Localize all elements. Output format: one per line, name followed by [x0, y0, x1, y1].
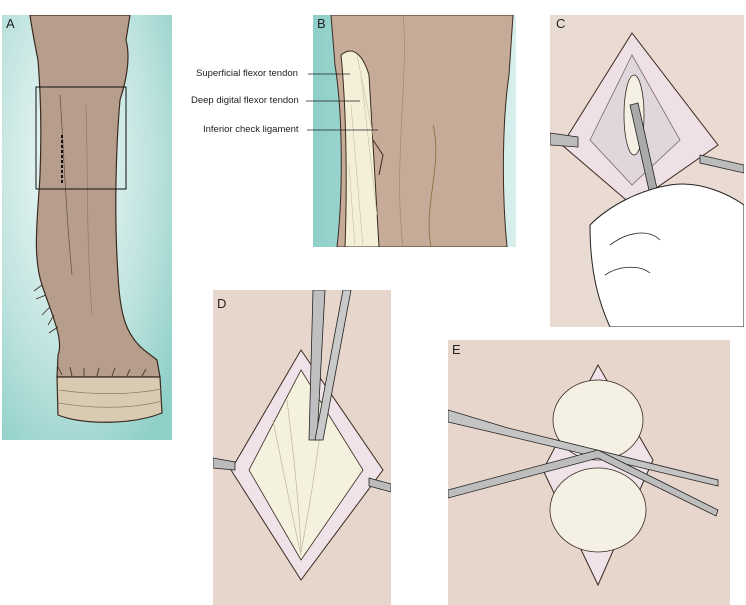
panel-label-d: D — [217, 296, 227, 311]
panel-e: E — [448, 340, 730, 605]
panel-d: D — [213, 290, 391, 605]
ligament-transection-illustration — [448, 340, 730, 605]
panel-label-e: E — [452, 342, 461, 357]
label-superficial-flexor-tendon: Superficial flexor tendon — [196, 68, 298, 79]
tendon-split-illustration — [213, 290, 391, 605]
limb-illustration — [2, 15, 172, 440]
panel-b: B — [313, 15, 516, 247]
panel-label-a: A — [6, 16, 15, 31]
incision-hand-illustration — [550, 15, 744, 327]
panel-a: A — [2, 15, 172, 440]
panel-label-c: C — [556, 16, 566, 31]
label-deep-digital-flexor-tendon: Deep digital flexor tendon — [191, 95, 299, 106]
tendon-detail-illustration — [313, 15, 516, 247]
panel-label-b: B — [317, 16, 326, 31]
label-inferior-check-ligament: Inferior check ligament — [203, 124, 299, 135]
panel-c: C — [550, 15, 744, 327]
detail-box — [35, 86, 127, 190]
